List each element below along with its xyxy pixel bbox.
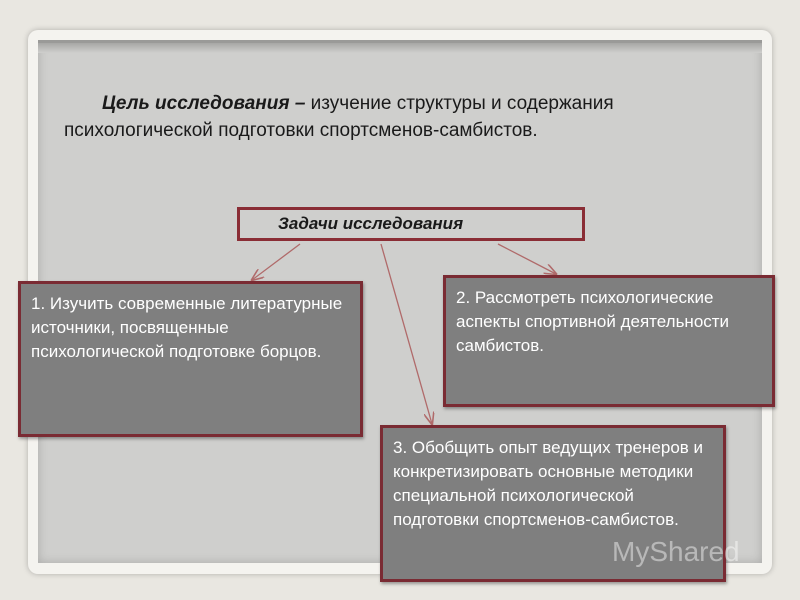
task-box-3: 3. Обобщить опыт ведущих тренеров и конк…: [380, 425, 726, 582]
task-box-1: 1. Изучить современные литературные исто…: [18, 281, 363, 437]
arrow-to-task-3: [380, 243, 432, 424]
tasks-header-box: Задачи исследования: [237, 207, 585, 241]
arrow-to-task-1: [252, 243, 301, 280]
arrow-to-task-2: [497, 243, 556, 274]
task-box-2: 2. Рассмотреть психологические аспекты с…: [443, 275, 775, 407]
goal-heading: Цель исследования –: [102, 93, 306, 114]
research-goal: Цель исследования – изучение структуры и…: [64, 90, 714, 144]
goal-text: изучение структуры и содержания психолог…: [64, 93, 614, 141]
watermark-logo: MyShared: [612, 536, 740, 567]
